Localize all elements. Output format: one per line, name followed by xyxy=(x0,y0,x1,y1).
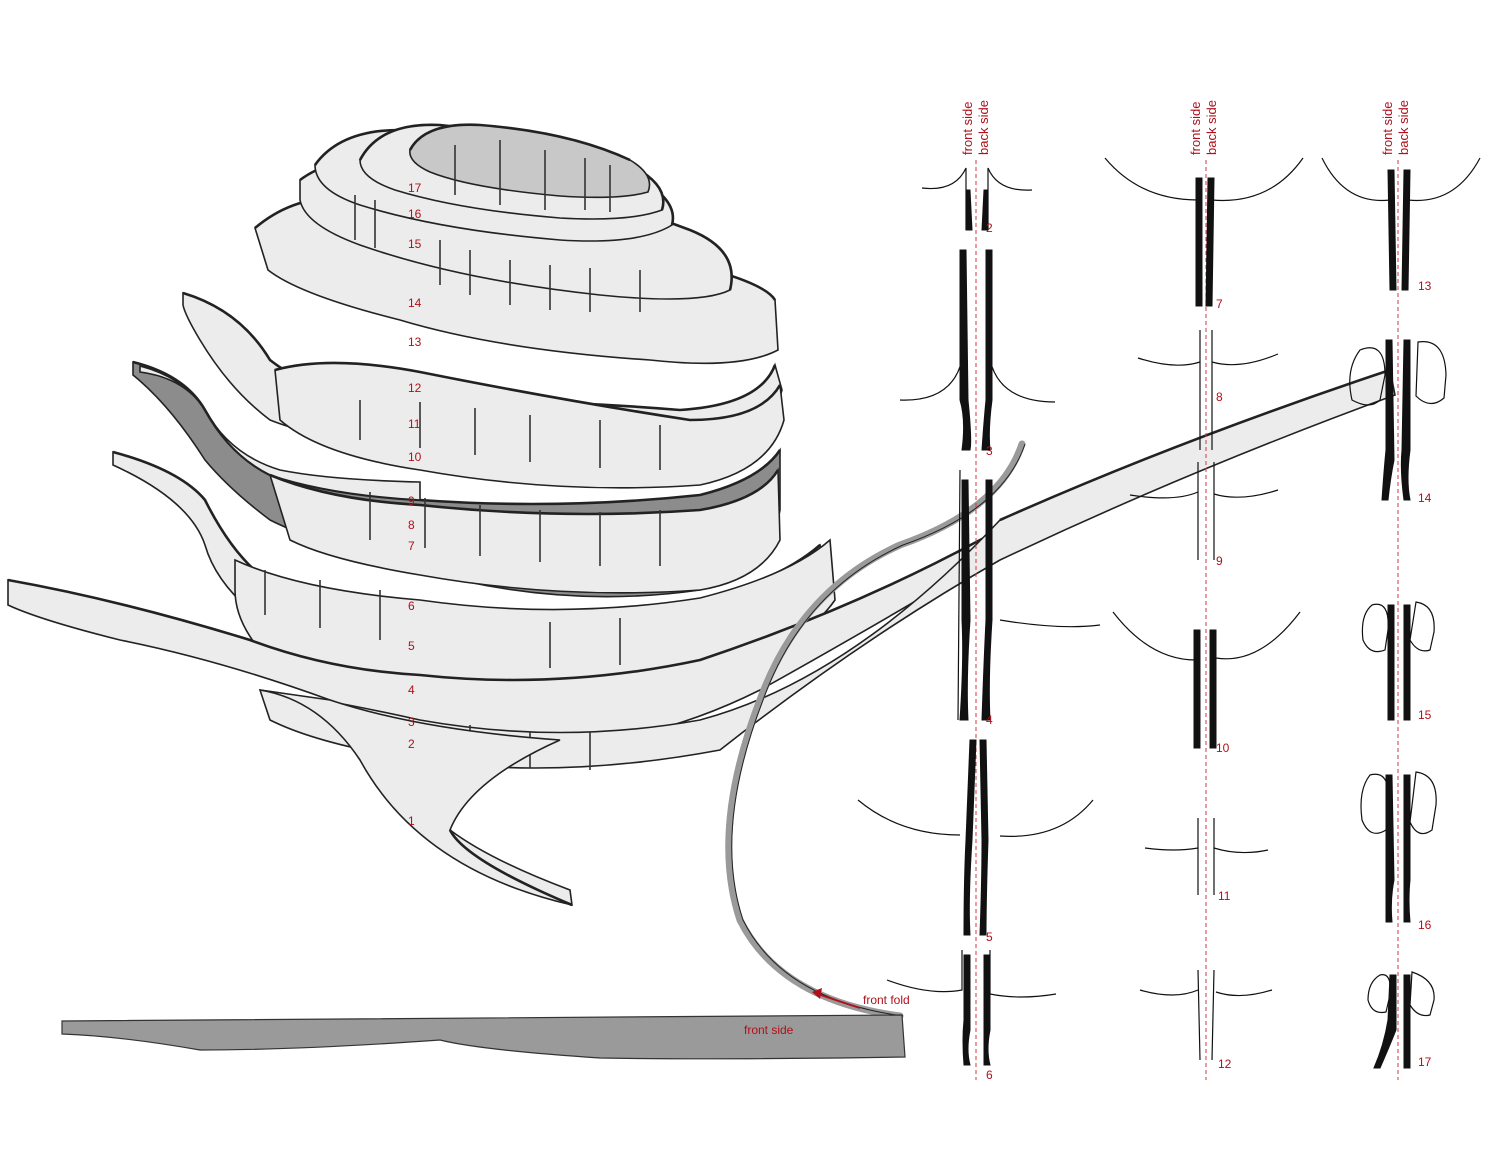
bands-5-6 xyxy=(112,450,836,695)
section-label: 3 xyxy=(986,444,993,458)
section-label: 4 xyxy=(986,713,993,727)
section-label: 6 xyxy=(986,1068,993,1082)
band-label: 2 xyxy=(408,737,415,751)
section-16 xyxy=(1360,771,1437,923)
front-fold-label: front fold xyxy=(863,993,910,1007)
section-4 xyxy=(957,469,1101,721)
front-side-header: front side xyxy=(960,102,975,155)
band-label: 4 xyxy=(408,683,415,697)
section-label: 11 xyxy=(1218,889,1231,903)
section-label: 8 xyxy=(1216,390,1223,404)
bands-7-9 xyxy=(132,360,782,598)
band-label: 11 xyxy=(408,417,421,431)
top-rings xyxy=(254,123,779,365)
ring-posts xyxy=(354,140,641,312)
back-side-header: back side xyxy=(1204,100,1219,155)
band-label: 9 xyxy=(408,494,415,508)
band-labels: 1 2 3 4 5 6 7 8 9 10 11 12 13 14 15 16 1… xyxy=(408,181,422,828)
section-15 xyxy=(1361,601,1435,721)
band-label: 17 xyxy=(408,181,422,195)
section-label: 12 xyxy=(1218,1057,1232,1071)
section-label: 10 xyxy=(1216,741,1230,755)
front-fold-arrow xyxy=(812,988,861,1009)
front-side-header: front side xyxy=(1380,102,1395,155)
section-10 xyxy=(1112,611,1301,749)
band-stack xyxy=(7,123,1396,1060)
section-column-1: front side back side xyxy=(857,100,1101,1082)
band-label: 10 xyxy=(408,450,422,464)
section-label: 15 xyxy=(1418,708,1432,722)
section-label: 16 xyxy=(1418,918,1432,932)
band-label: 5 xyxy=(408,639,415,653)
front-side-label: front side xyxy=(744,1023,794,1037)
band-label: 15 xyxy=(408,237,422,251)
front-fold-strip xyxy=(725,440,1026,1020)
band-label: 6 xyxy=(408,599,415,613)
section-5 xyxy=(857,739,1094,936)
section-9 xyxy=(1129,462,1279,560)
section-label: 9 xyxy=(1216,554,1223,568)
section-12 xyxy=(1139,969,1273,1061)
band-label: 14 xyxy=(408,296,422,310)
section-8 xyxy=(1137,330,1279,450)
section-11 xyxy=(1144,818,1269,895)
band-label: 7 xyxy=(408,539,415,553)
section-label: 13 xyxy=(1418,279,1432,293)
section-label: 17 xyxy=(1418,1055,1432,1069)
bands-10-12 xyxy=(182,291,785,489)
band-label: 16 xyxy=(408,207,422,221)
front-side-header: front side xyxy=(1188,102,1203,155)
band-1 xyxy=(259,689,573,907)
band-label: 13 xyxy=(408,335,422,349)
rail-posts-low xyxy=(264,570,621,668)
section-14 xyxy=(1349,339,1447,501)
section-column-3: front side back side xyxy=(1321,100,1481,1080)
band-label: 12 xyxy=(408,381,422,395)
rail-posts-upper xyxy=(359,400,661,470)
section-3 xyxy=(899,249,1056,451)
back-side-header: back side xyxy=(1396,100,1411,155)
section-label: 5 xyxy=(986,930,993,944)
section-label: 2 xyxy=(986,221,993,235)
back-side-header: back side xyxy=(976,100,991,155)
band-label: 8 xyxy=(408,518,415,532)
section-17 xyxy=(1367,971,1435,1069)
rail-posts-mid xyxy=(369,492,661,566)
band-label: 3 xyxy=(408,715,415,729)
section-label: 14 xyxy=(1418,491,1432,505)
section-2 xyxy=(921,167,1033,231)
section-7 xyxy=(1104,157,1304,307)
band-label: 1 xyxy=(408,814,415,828)
section-13 xyxy=(1321,157,1481,291)
section-6 xyxy=(886,950,1057,1066)
section-label: 7 xyxy=(1216,297,1223,311)
front-side-strip xyxy=(61,1014,906,1060)
section-column-2: front side back side xyxy=(1104,100,1304,1080)
